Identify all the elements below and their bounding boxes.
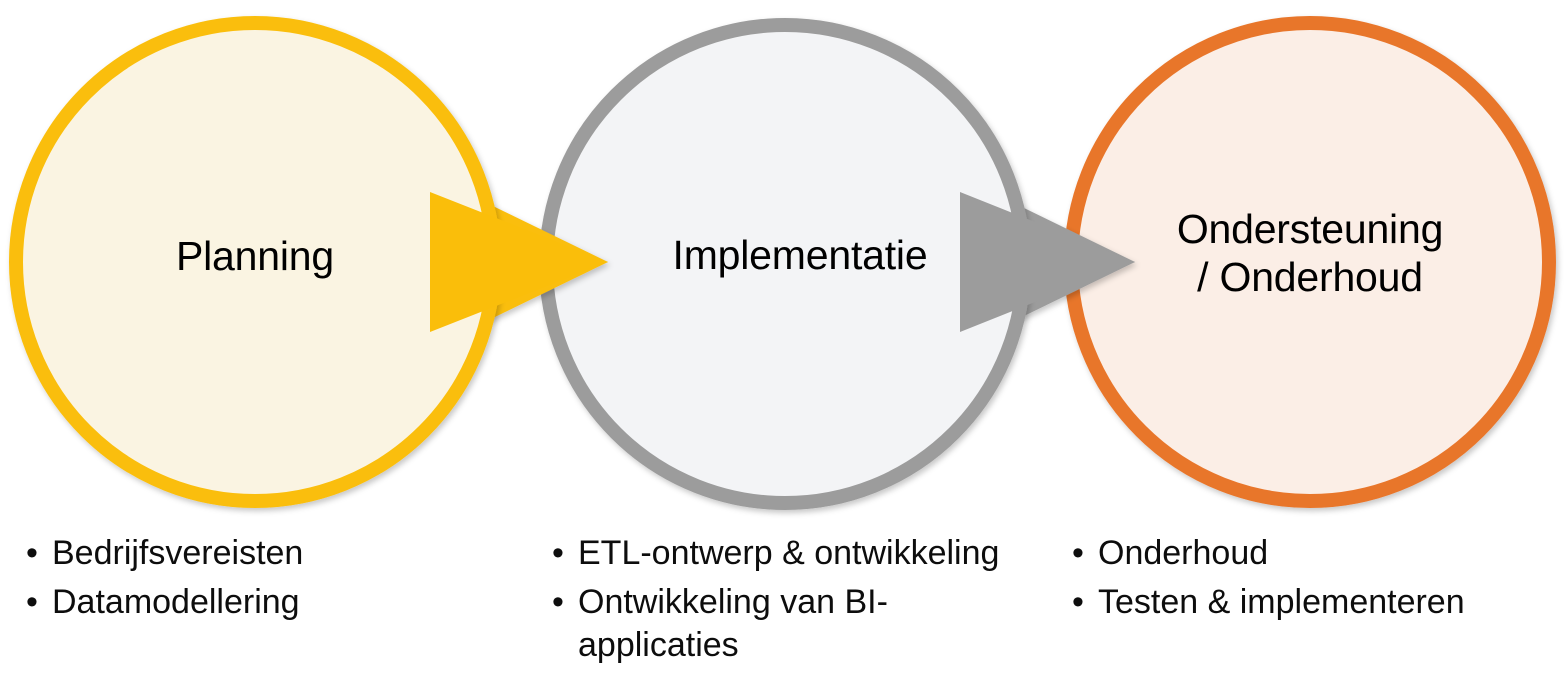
bullet-item: ETL-ontwerp & ontwikkeling [548, 532, 1048, 575]
bullet-item: Ontwikkeling van BI-applicaties [548, 581, 1048, 667]
circle-implementatie-shape[interactable] [539, 18, 1031, 510]
yellow-chevron-overlay [430, 192, 608, 332]
bullet-list-implementatie: ETL-ontwerp & ontwikkeling Ontwikkeling … [548, 532, 1048, 674]
circle-planning-shape[interactable] [9, 16, 501, 508]
bullet-list-planning: Bedrijfsvereisten Datamodellering [22, 532, 532, 630]
step-circle-planning[interactable] [9, 16, 501, 508]
gray-chevron-overlay [960, 192, 1135, 332]
step-circle-ondersteuning[interactable] [1064, 16, 1556, 508]
bullet-item: Datamodellering [22, 581, 532, 624]
bullet-item: Testen & implementeren [1068, 581, 1568, 624]
bullet-item: Bedrijfsvereisten [22, 532, 532, 575]
bullet-list-ondersteuning: Onderhoud Testen & implementeren [1068, 532, 1568, 630]
step-circle-implementatie[interactable] [539, 18, 1031, 510]
circle-ondersteuning-shape[interactable] [1064, 16, 1556, 508]
bullet-item: Onderhoud [1068, 532, 1568, 575]
